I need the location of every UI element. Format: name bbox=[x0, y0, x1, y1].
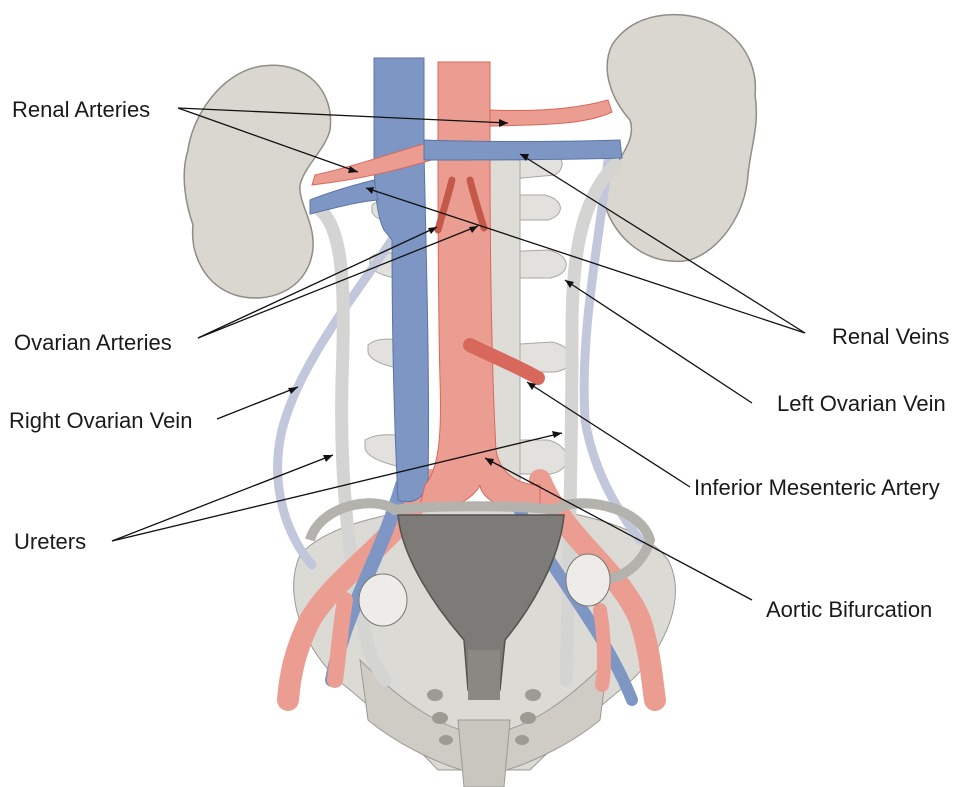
right-kidney bbox=[184, 65, 330, 298]
label-renal-arteries: Renal Arteries bbox=[12, 97, 150, 122]
left-kidney bbox=[604, 15, 757, 262]
label-inferior-mesenteric-artery: Inferior Mesenteric Artery bbox=[694, 475, 940, 500]
label-right-ovarian-vein: Right Ovarian Vein bbox=[9, 408, 192, 433]
label-renal-veins: Renal Veins bbox=[832, 324, 949, 349]
label-ovarian-arteries: Ovarian Arteries bbox=[14, 330, 172, 355]
abdominal-aorta bbox=[420, 62, 540, 505]
label-aortic-bifurcation: Aortic Bifurcation bbox=[766, 597, 932, 622]
label-ureters: Ureters bbox=[14, 529, 86, 554]
label-left-ovarian-vein: Left Ovarian Vein bbox=[777, 391, 946, 416]
